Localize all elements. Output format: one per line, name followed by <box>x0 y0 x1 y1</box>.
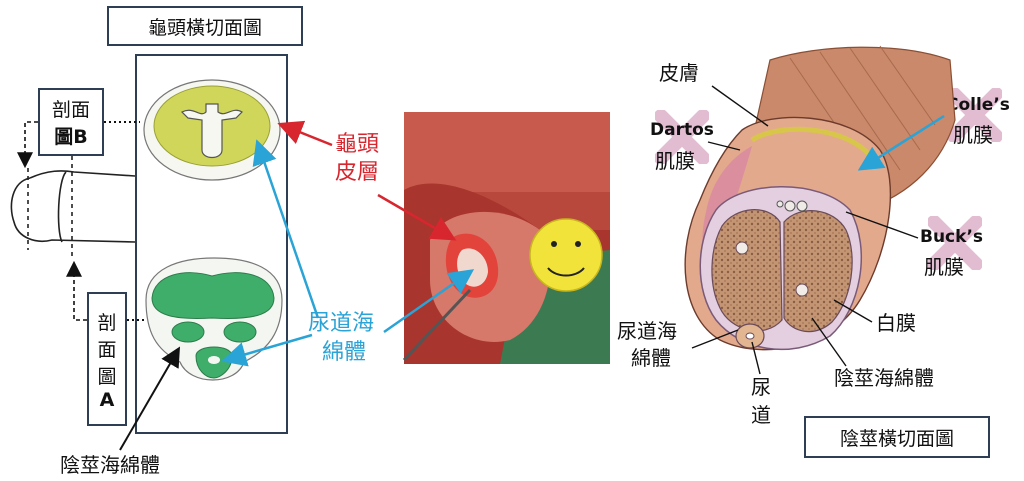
bucks-label-line2: 肌膜 <box>924 255 964 279</box>
section-a-label-line3: 圖 <box>97 365 117 388</box>
right-urethral-sponge-line1: 尿道海 <box>617 319 677 343</box>
section-a-label-line1: 剖 <box>97 311 117 334</box>
urethral-sponge-label-line1: 尿道海 <box>308 311 375 336</box>
urethra-label-line2: 道 <box>751 403 771 427</box>
surgical-photo <box>402 112 610 364</box>
dartos-label-line2: 肌膜 <box>655 149 695 173</box>
urethral-sponge-pointer <box>691 329 739 349</box>
section-b-label-line2: 圖B <box>54 126 88 148</box>
penis-cross-section-illustration <box>684 45 956 351</box>
skin-pointer <box>711 85 769 127</box>
glans-section-title: 龜頭橫切面圖 <box>147 16 262 39</box>
section-a-pointer <box>66 260 87 321</box>
colles-x-icon <box>948 88 1002 142</box>
bucks-pointer <box>845 211 919 239</box>
glans-section-title-box: 龜頭橫切面圖 <box>107 6 303 46</box>
left-corpus-cavernosum-label: 陰莖海綿體 <box>60 453 160 477</box>
urethra-label-line1: 尿 <box>751 375 771 399</box>
bucks-label-line1: Buck’s <box>920 227 984 247</box>
colles-label-line1: Colle’s <box>946 95 1010 115</box>
urethral-sponge-label-line2: 綿體 <box>322 340 367 365</box>
skin-label: 皮膚 <box>659 61 699 85</box>
penis-section-title-box: 陰莖橫切面圖 <box>804 416 990 458</box>
corpus-pointer <box>811 317 847 367</box>
dartos-label-line1: Dartos <box>650 120 714 140</box>
colles-arrow <box>857 114 945 171</box>
tunica-pointer <box>833 299 873 323</box>
urethral-sponge-arrow-3 <box>383 269 475 334</box>
right-corpus-cavernosum-label: 陰莖海綿體 <box>834 366 934 390</box>
smiley-face-icon <box>529 218 603 292</box>
penis-outline-sketch <box>10 156 136 258</box>
section-a-label-line2: 面 <box>97 338 117 361</box>
section-b-box: 剖面 圖B <box>38 88 104 156</box>
right-urethral-sponge-line2: 綿體 <box>631 346 671 370</box>
glans-skin-arrow-left <box>277 120 333 147</box>
section-b-label-line1: 剖面 <box>51 99 90 121</box>
section-a-box: 剖 面 圖 A <box>87 292 127 426</box>
bucks-x-icon <box>928 216 982 270</box>
colles-label-line2: 肌膜 <box>953 123 993 147</box>
section-a-label-line4: A <box>99 388 115 411</box>
glans-section-panel <box>135 54 288 434</box>
glans-skin-label-line1: 龜頭 <box>335 132 380 157</box>
section-b-pointer <box>17 121 38 169</box>
penis-section-title: 陰莖橫切面圖 <box>839 427 954 450</box>
dartos-pointer <box>707 141 741 151</box>
glans-skin-arrow-right <box>377 193 457 241</box>
tunica-label: 白膜 <box>876 311 916 335</box>
glans-skin-label-line2: 皮層 <box>335 160 380 185</box>
urethra-pointer <box>751 341 761 375</box>
